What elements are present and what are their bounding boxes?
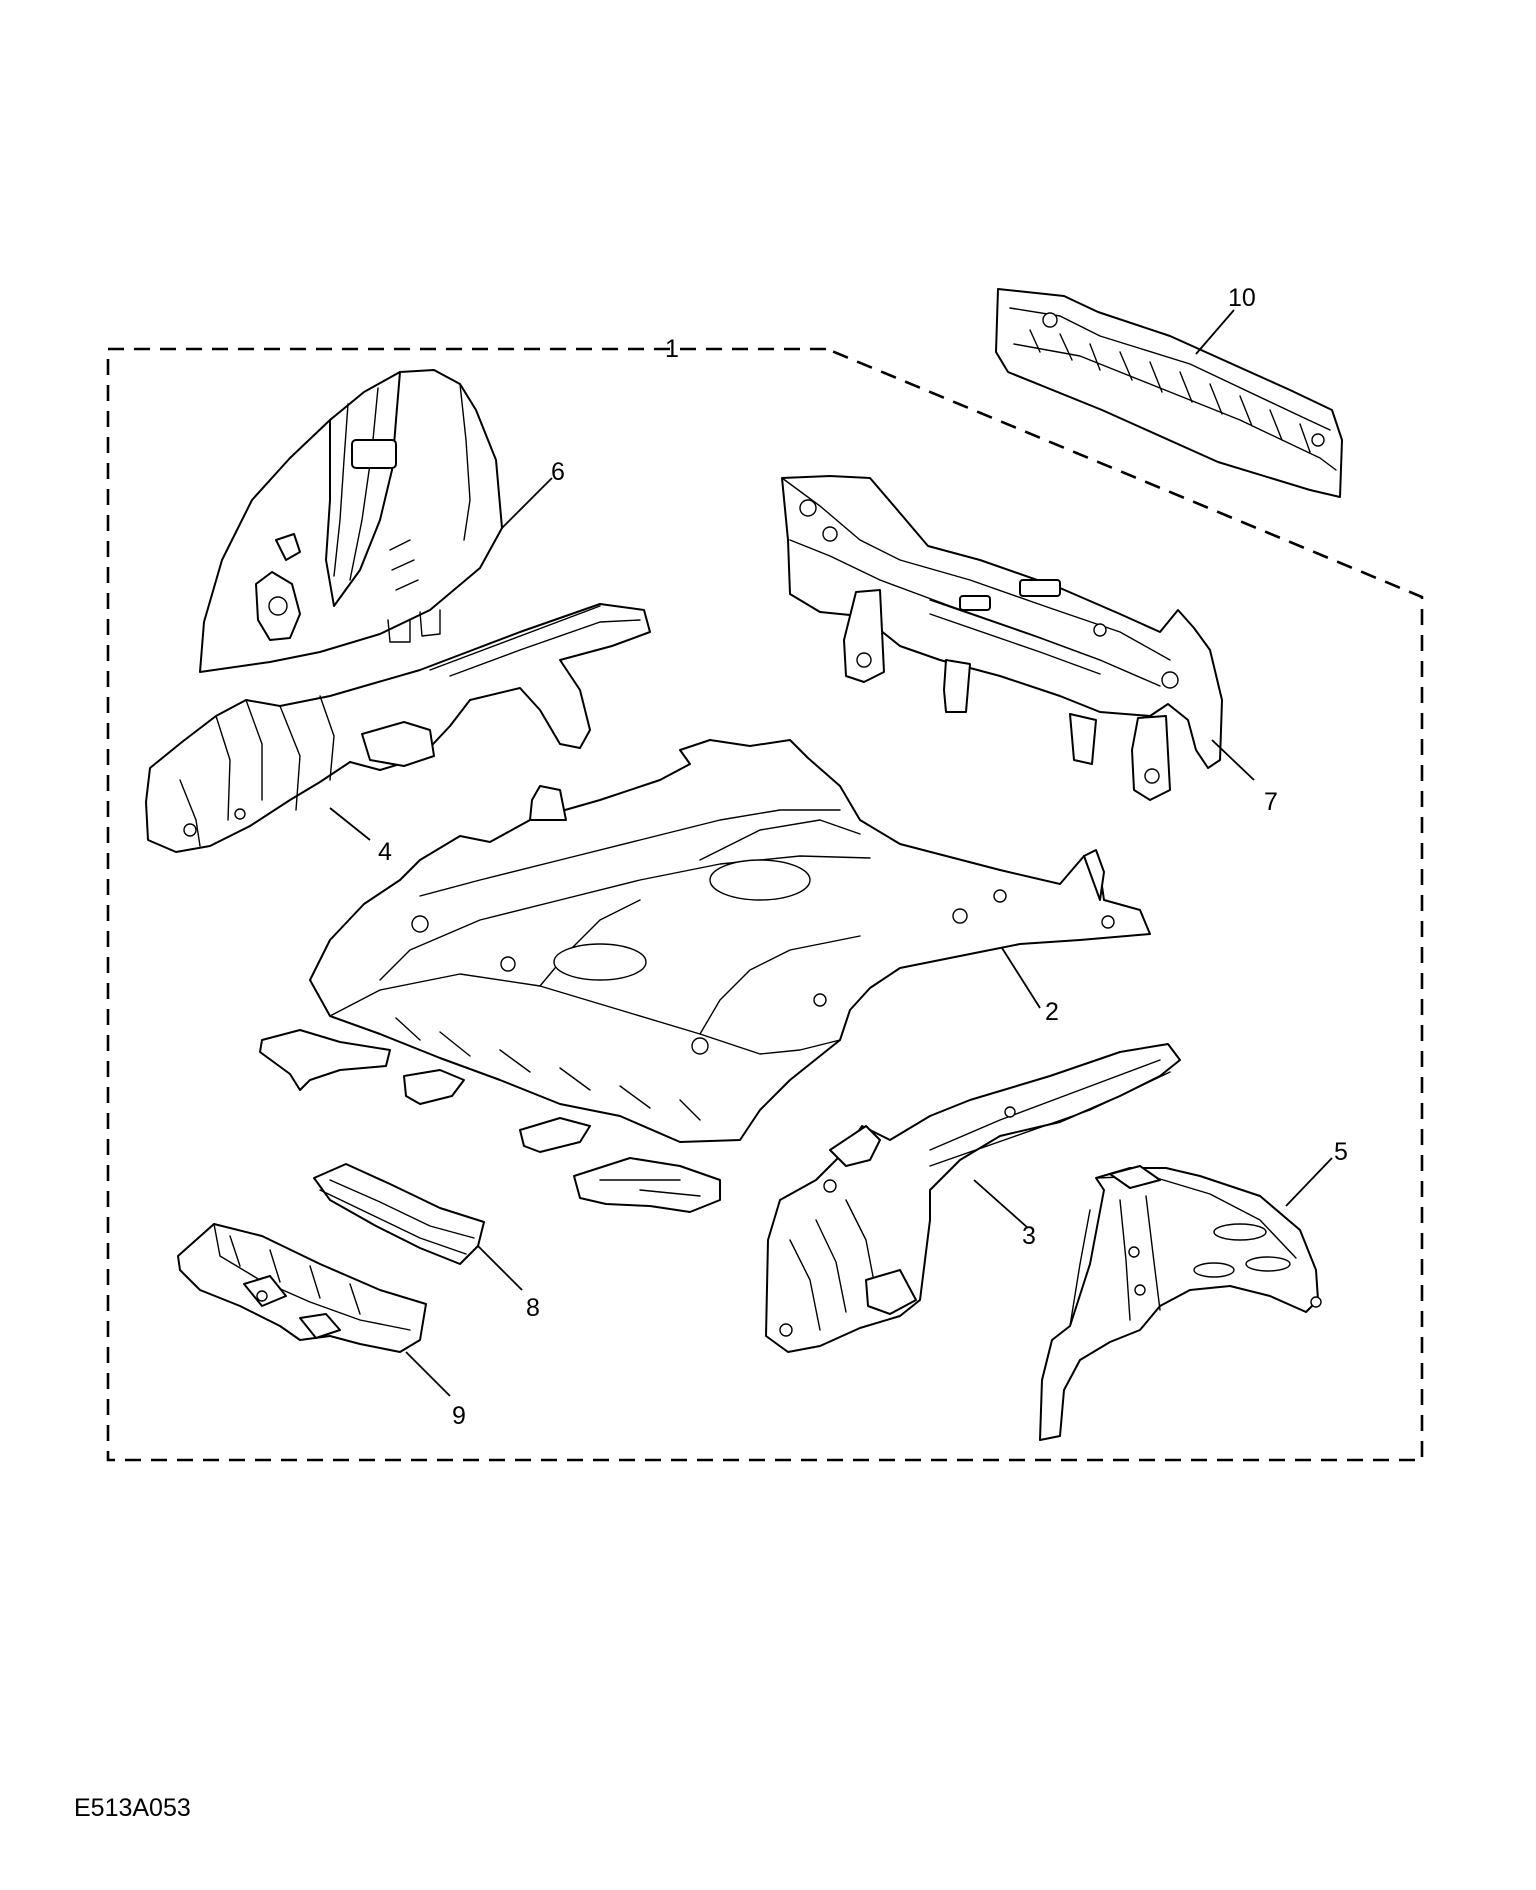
leader-7 bbox=[1211, 739, 1255, 781]
assembly-boundary bbox=[106, 347, 1424, 1462]
leader-5 bbox=[1285, 1157, 1333, 1207]
figure-reference-code: E513A053 bbox=[74, 1794, 191, 1822]
leader-10 bbox=[1195, 309, 1235, 355]
part-3-right-side-member bbox=[765, 1043, 1181, 1353]
part-4-left-side-member bbox=[145, 603, 651, 853]
part-2-rear-floor-pan bbox=[259, 739, 1151, 1213]
leader-3 bbox=[973, 1179, 1029, 1229]
part-7-rear-cross-member bbox=[781, 475, 1223, 801]
callout-7: 7 bbox=[1264, 788, 1278, 816]
callout-8: 8 bbox=[526, 1294, 540, 1322]
part-5-right-wheelhouse bbox=[1039, 1165, 1322, 1441]
leader-9 bbox=[405, 1351, 451, 1397]
callout-10: 10 bbox=[1228, 284, 1256, 312]
leader-2 bbox=[1001, 947, 1041, 1009]
part-9-rear-bracket bbox=[177, 1223, 427, 1353]
callout-9: 9 bbox=[452, 1402, 466, 1430]
callout-6: 6 bbox=[551, 458, 565, 486]
callout-2: 2 bbox=[1045, 998, 1059, 1026]
leader-6 bbox=[501, 477, 553, 529]
part-10-rear-panel bbox=[995, 288, 1343, 498]
callout-3: 3 bbox=[1022, 1222, 1036, 1250]
part-6-wheelhouse bbox=[199, 369, 503, 673]
part-8-cross-member bbox=[313, 1163, 485, 1265]
callout-1: 1 bbox=[665, 335, 679, 363]
leader-4 bbox=[329, 807, 371, 841]
leader-8 bbox=[477, 1245, 523, 1291]
callout-5: 5 bbox=[1334, 1138, 1348, 1166]
callout-4: 4 bbox=[378, 838, 392, 866]
